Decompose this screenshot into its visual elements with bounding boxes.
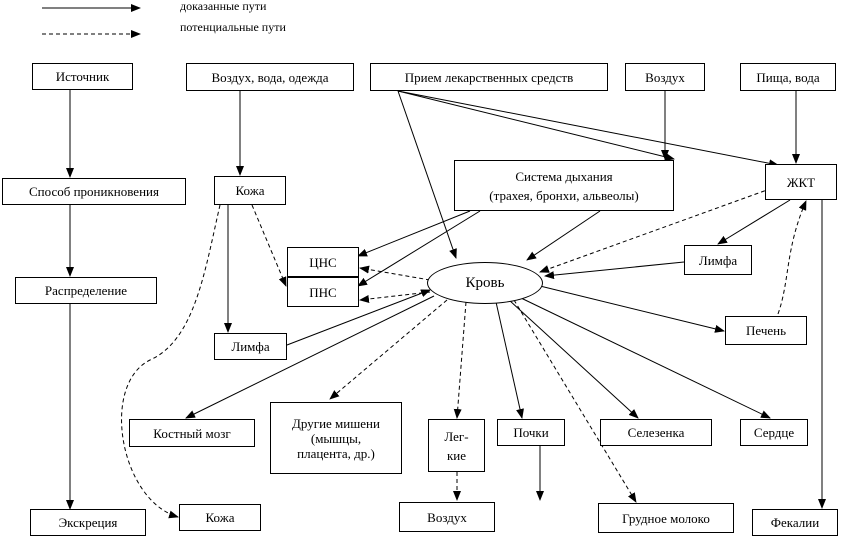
node-skin-top: Кожа	[214, 176, 286, 205]
node-spleen: Селезенка	[600, 419, 712, 446]
node-kidneys: Почки	[497, 419, 565, 446]
node-penetration: Способ проникновения	[2, 178, 186, 205]
respiratory-subtitle: (трахея, бронхи, альвеолы)	[489, 187, 639, 203]
node-liver: Печень	[725, 316, 807, 345]
arrow-liver-gi	[777, 200, 807, 315]
arrow-lymph-blood-left	[286, 289, 431, 346]
node-other-targets: Другие мишени (мышцы, плацента, др.)	[270, 402, 402, 474]
other-targets-line3: плацента, др.)	[297, 445, 375, 461]
arrow-resp-pns	[357, 210, 481, 287]
lungs-line2: кие	[446, 447, 467, 463]
legend-proven-label: доказанные пути	[180, 0, 267, 13]
arrow-blood-milk	[513, 299, 637, 503]
node-respiratory-system: Система дыхания (трахея, бронхи, альвеол…	[454, 160, 674, 211]
arrow-blood-other	[329, 299, 448, 400]
node-cns: ЦНС	[287, 247, 359, 277]
legend-potential-label: потенциальные пути	[180, 20, 286, 34]
node-feces: Фекалии	[752, 509, 838, 536]
lungs-line1: Лег-	[444, 428, 469, 444]
node-air-water-clothes: Воздух, вода, одежда	[186, 63, 354, 91]
arrow-blood-kidneys	[495, 301, 524, 419]
arrow-blood-cns	[359, 265, 431, 281]
arrow-blood-pns	[359, 291, 431, 303]
arrow-resp-blood	[526, 210, 601, 261]
arrow-med-blood	[397, 90, 457, 259]
arrow-skin-pns	[251, 204, 287, 287]
arrow-skin-skin-bottom	[121, 204, 221, 519]
arrow-med-respiratory	[397, 90, 675, 161]
node-food-water: Пища, вода	[740, 63, 836, 91]
node-air-bottom: Воздух	[399, 502, 495, 532]
node-source: Источник	[32, 63, 133, 90]
node-blood: Кровь	[427, 262, 543, 304]
node-lymph-left: Лимфа	[214, 333, 287, 360]
arrow-blood-bone	[185, 295, 435, 419]
node-lungs: Лег- кие	[428, 419, 485, 472]
other-targets-line2: (мышцы,	[310, 430, 362, 446]
arrow-blood-spleen	[508, 299, 639, 419]
node-heart: Сердце	[740, 419, 808, 446]
arrow-resp-cns	[357, 210, 471, 257]
node-gi-tract: ЖКТ	[765, 164, 837, 200]
node-skin-bottom: Кожа	[179, 504, 261, 531]
node-pns: ПНС	[287, 277, 359, 307]
node-medication: Прием лекарственных средств	[370, 63, 608, 91]
node-bone-marrow: Костный мозг	[129, 419, 255, 447]
node-breast-milk: Грудное молоко	[598, 503, 734, 533]
arrow-blood-liver	[539, 285, 725, 333]
arrow-lymph-blood	[544, 261, 685, 280]
node-air-top: Воздух	[625, 63, 705, 91]
other-targets-line1: Другие мишени	[292, 415, 380, 431]
node-distribution: Распределение	[15, 277, 157, 304]
node-lymph-right: Лимфа	[684, 245, 752, 275]
arrow-med-gi	[397, 90, 779, 168]
respiratory-title: Система дыхания	[515, 168, 613, 184]
arrow-gi-lymph	[717, 199, 791, 245]
arrow-blood-lungs	[453, 301, 467, 419]
arrow-gi-blood	[539, 185, 779, 273]
node-excretion: Экскреция	[30, 509, 146, 536]
arrow-blood-heart	[520, 297, 771, 419]
